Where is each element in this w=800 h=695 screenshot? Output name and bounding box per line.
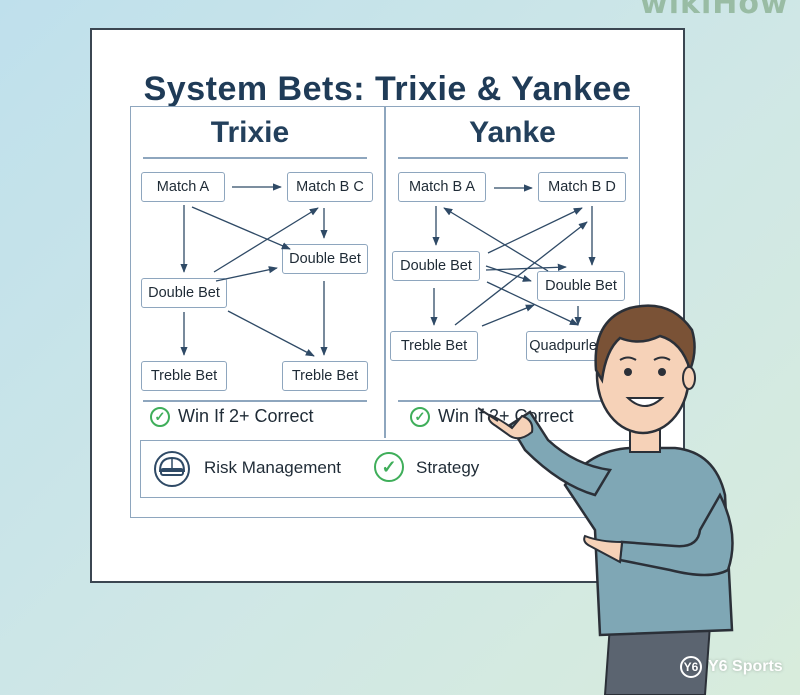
trixie-double-bet-right: Double Bet — [282, 244, 368, 274]
yankee-rule-top — [398, 157, 628, 159]
column-divider — [384, 106, 386, 438]
yankee-win-text: Win If 2+ Correct — [438, 406, 574, 426]
wikihow-watermark: wikiHow — [640, 0, 789, 21]
trixie-treble-bet-left: Treble Bet — [141, 361, 227, 391]
helmet-icon — [154, 451, 190, 487]
arrow-double-to-match-b — [213, 207, 319, 273]
trixie-heading: Trixie — [210, 116, 290, 149]
trixie-double-bet-left: Double Bet — [141, 278, 227, 308]
trixie-win-text: Win If 2+ Correct — [178, 406, 314, 426]
board-title: System Bets: Trixie & Yankee — [143, 70, 632, 108]
yankee-double-bet-right: Double Bet — [537, 271, 625, 301]
trixie-match-b: Match B C — [287, 172, 373, 202]
risk-management-label: Risk Management — [204, 458, 342, 477]
yankee-win-row: ✓ Win If 2+ Correct — [410, 406, 574, 427]
trixie-treble-bet-right: Treble Bet — [282, 361, 368, 391]
strategy-label: Strategy — [416, 458, 480, 477]
arrow-match-a-to-double-right — [191, 206, 291, 250]
arrow-yankee-double-to-quad — [486, 281, 579, 326]
yankee-rule-bottom — [398, 400, 628, 402]
check-circle-icon: ✓ — [410, 406, 430, 427]
brand-text: Y6 Sports — [708, 658, 783, 675]
yankee-heading: Yanke — [469, 116, 556, 149]
arrow-yankee-double-cross — [485, 263, 567, 271]
arrow-double-to-treble-right — [227, 310, 315, 357]
yankee-treble-bet: Treble Bet — [390, 331, 478, 361]
brand-logo: Y6 Y6 Sports — [680, 656, 783, 678]
y6-logo-icon: Y6 — [680, 656, 702, 678]
arrow-yankee-double-to-bd — [487, 207, 583, 254]
yankee-match-bd: Match B D — [538, 172, 626, 202]
trixie-match-a: Match A — [141, 172, 225, 202]
arrow-double-to-double-right — [215, 266, 278, 282]
arrow-yankee-double-right-to-ba — [443, 207, 549, 272]
yankee-match-ba: Match B A — [398, 172, 486, 202]
trixie-win-row: ✓ Win If 2+ Correct — [150, 406, 314, 427]
yankee-double-bet-left: Double Bet — [392, 251, 480, 281]
trixie-rule-bottom — [143, 400, 367, 402]
arrow-yankee-treble-to-bd — [454, 221, 588, 326]
arrow-yankee-treble-to-double-right — [481, 304, 535, 327]
presenter-illustration — [477, 304, 734, 695]
check-circle-icon: ✓ — [150, 406, 170, 427]
arrow-yankee-double-to-double-right — [485, 265, 532, 282]
check-circle-icon: ✓ — [374, 452, 404, 482]
trixie-rule-top — [143, 157, 367, 159]
